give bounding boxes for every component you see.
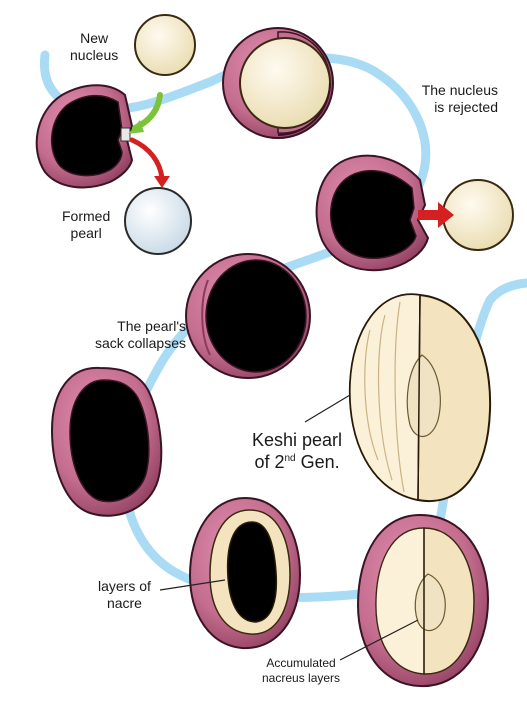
label-sack-collapses-line2: sack collapses (82, 335, 186, 352)
sack-6 (190, 498, 300, 648)
label-layers-of-nacre: layers of nacre (98, 578, 151, 612)
sack-7 (358, 515, 488, 686)
label-new-nucleus-line2: nucleus (70, 47, 118, 64)
label-accumulated-line2: nacreus layers (262, 671, 340, 686)
label-accumulated-line1: Accumulated (262, 656, 340, 671)
keshi-pointer (305, 395, 350, 422)
label-layers-line2: nacre (98, 595, 151, 612)
label-sack-collapses-line1: The pearl's (82, 318, 186, 335)
sack-1 (37, 85, 132, 187)
label-nucleus-rejected-line2: is rejected (392, 99, 498, 116)
label-formed-pearl: Formed pearl (62, 208, 110, 242)
sack-5 (52, 368, 161, 516)
sack-3 (317, 156, 428, 270)
sack-2 (223, 28, 333, 138)
red-arrowhead (154, 176, 170, 188)
formed-pearl-ball (125, 188, 191, 254)
keshi-pearl (350, 294, 490, 501)
label-keshi-line2: of 2nd Gen. (252, 452, 342, 474)
red-arrow (132, 140, 162, 178)
label-formed-pearl-line2: pearl (62, 225, 110, 242)
label-keshi-line1: Keshi pearl (252, 430, 342, 452)
label-layers-line1: layers of (98, 578, 151, 595)
label-keshi-line2-sup: nd (284, 453, 295, 464)
label-sack-collapses: The pearl's sack collapses (82, 318, 186, 352)
label-keshi-line2-prefix: of 2 (254, 452, 284, 472)
label-new-nucleus: New nucleus (70, 30, 118, 64)
label-formed-pearl-line1: Formed (62, 208, 110, 225)
new-nucleus-ball (135, 15, 195, 75)
eject-arrow-shaft (418, 210, 440, 220)
sack-4 (186, 254, 310, 378)
label-keshi-pearl: Keshi pearl of 2nd Gen. (252, 430, 342, 474)
label-nucleus-rejected-line1: The nucleus (392, 82, 498, 99)
label-keshi-line2-suffix: Gen. (296, 452, 340, 472)
label-new-nucleus-line1: New (70, 30, 118, 47)
label-nucleus-rejected: The nucleus is rejected (392, 82, 498, 116)
label-accumulated: Accumulated nacreus layers (262, 656, 340, 685)
